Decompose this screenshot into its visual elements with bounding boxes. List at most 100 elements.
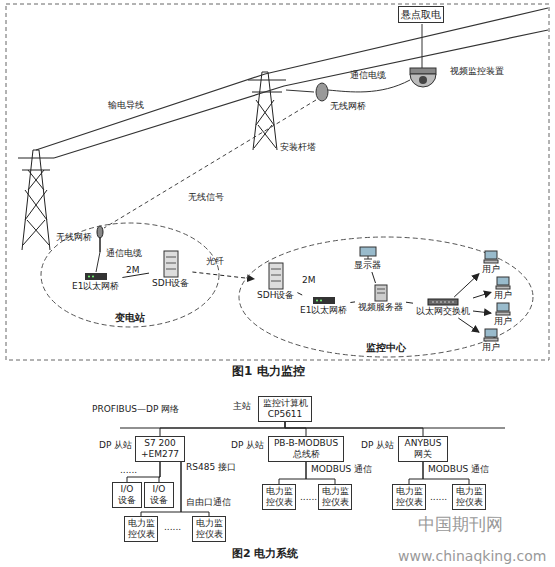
- connector: [141, 462, 181, 516]
- annotation-label: 中国期刊网: [418, 514, 503, 534]
- annotation-label: ......: [430, 492, 447, 503]
- figure-frame: [6, 4, 549, 360]
- connector: [159, 462, 160, 482]
- box-label: 电力监控仪表: [455, 486, 483, 508]
- device-icon: [483, 328, 499, 342]
- device-node: 用户: [480, 250, 502, 275]
- device-label: 用户: [482, 342, 500, 353]
- device-label: 用户: [494, 290, 512, 301]
- box-label: 电力监控仪表: [265, 486, 293, 508]
- connector: [473, 292, 491, 298]
- box-label: 电力监控仪表: [321, 486, 349, 508]
- device-label: 以太网交换机: [416, 306, 470, 317]
- box-label: I/O 设备: [147, 484, 171, 506]
- process-box: DP 从站S7 200 +EM277: [135, 436, 185, 462]
- annotation-label: 无线网桥: [330, 101, 366, 112]
- device-node: SDH设备: [255, 262, 296, 301]
- process-box: DP 从站PB-B-MODBUS 总线桥: [268, 436, 344, 462]
- wireless-signal: [104, 100, 316, 228]
- connector: [350, 301, 355, 303]
- device-node: 显示器: [352, 246, 383, 271]
- connector: [473, 311, 491, 313]
- connector: [160, 422, 285, 436]
- device-icon: [312, 296, 336, 305]
- annotation-label: 通信电缆: [350, 70, 386, 81]
- device-icon: [483, 250, 499, 264]
- device-label: SDH设备: [152, 278, 189, 289]
- annotation-label: 自由口通信: [186, 497, 231, 508]
- device-icon: [427, 298, 459, 306]
- power-wires: [36, 8, 548, 158]
- box-label: S7 200 +EM277: [138, 438, 182, 460]
- annotation-label: 无线网桥: [56, 232, 92, 243]
- region-outline: [41, 223, 219, 327]
- wireless-bridge-dish: [286, 83, 328, 101]
- connector: [372, 272, 376, 283]
- middle-tower: [248, 72, 286, 150]
- process-box: DP 从站ANYBUS 网关: [398, 436, 448, 462]
- connector: [458, 318, 479, 332]
- process-box: 电力监控仪表: [392, 484, 426, 510]
- process-box: 悬点取电: [398, 6, 444, 23]
- annotation-label: 输电导线: [108, 100, 144, 111]
- device-label: E1以太网桥: [300, 305, 347, 316]
- device-node: 用户: [492, 276, 514, 301]
- box-label: 电力监控仪表: [395, 486, 423, 508]
- annotation-label: MODBUS 通信: [311, 464, 372, 475]
- process-box: 电力监控仪表: [452, 484, 486, 510]
- annotation-label: 2M: [126, 265, 140, 276]
- left-tower: [18, 150, 54, 250]
- connector: [285, 422, 423, 436]
- connector: [409, 462, 423, 484]
- node-heading: 主站: [233, 401, 251, 412]
- device-icon: [359, 246, 377, 260]
- annotation-label: PROFIBUS—DP 网络: [92, 404, 179, 415]
- connector: [285, 422, 306, 436]
- device-icon: [495, 302, 511, 316]
- connector: [297, 293, 302, 295]
- process-box: 电力监控仪表: [318, 484, 352, 510]
- connector: [406, 302, 413, 303]
- annotation-label: RS485 接口: [186, 462, 236, 473]
- annotation-label: 安装杆塔: [280, 142, 316, 153]
- antenna: [97, 226, 103, 252]
- camera: [410, 68, 436, 87]
- connector: [454, 274, 479, 297]
- box-label: I/O 设备: [115, 484, 139, 506]
- box-label: 电力监控仪表: [127, 518, 155, 540]
- device-label: SDH设备: [257, 290, 294, 301]
- region-label: 变电站: [40, 311, 220, 325]
- node-heading: DP 从站: [361, 440, 394, 451]
- annotation-label: 无线信号: [188, 192, 224, 203]
- device-node: E1以太网桥: [298, 296, 349, 316]
- device-node: 视频服务器: [356, 284, 405, 313]
- annotation-label: 光纤: [206, 256, 224, 267]
- connector: [192, 272, 254, 279]
- device-icon: [268, 262, 284, 290]
- annotation-label: 通信电缆: [106, 248, 142, 259]
- process-box: I/O 设备: [112, 482, 142, 508]
- annotation-label: MODBUS 通信: [428, 464, 489, 475]
- box-label: 悬点取电: [401, 8, 441, 21]
- annotation-label: ......: [300, 492, 317, 503]
- connector: [279, 462, 306, 484]
- annotation-label: ......: [164, 522, 181, 533]
- device-label: E1以太网桥: [72, 281, 119, 292]
- annotation-label: 2M: [302, 275, 316, 286]
- device-label: 用户: [494, 316, 512, 327]
- process-box: 电力监控仪表: [124, 516, 158, 542]
- box-label: 电力监控仪表: [195, 518, 223, 540]
- annotation-label: www.chinaqking.com: [398, 548, 546, 565]
- box-label: 监控计算机 CP5611: [261, 398, 309, 420]
- device-node: E1以太网桥: [70, 272, 121, 292]
- device-label: 视频服务器: [358, 302, 403, 313]
- device-icon: [495, 276, 511, 290]
- comm-cable: [96, 252, 100, 272]
- process-box: 电力监控仪表: [262, 484, 296, 510]
- node-heading: DP 从站: [231, 440, 264, 451]
- device-node: SDH设备: [150, 250, 191, 289]
- node-heading: DP 从站: [99, 440, 132, 451]
- process-box: 电力监控仪表: [192, 516, 226, 542]
- box-label: PB-B-MODBUS 总线桥: [271, 438, 341, 460]
- device-label: 用户: [482, 264, 500, 275]
